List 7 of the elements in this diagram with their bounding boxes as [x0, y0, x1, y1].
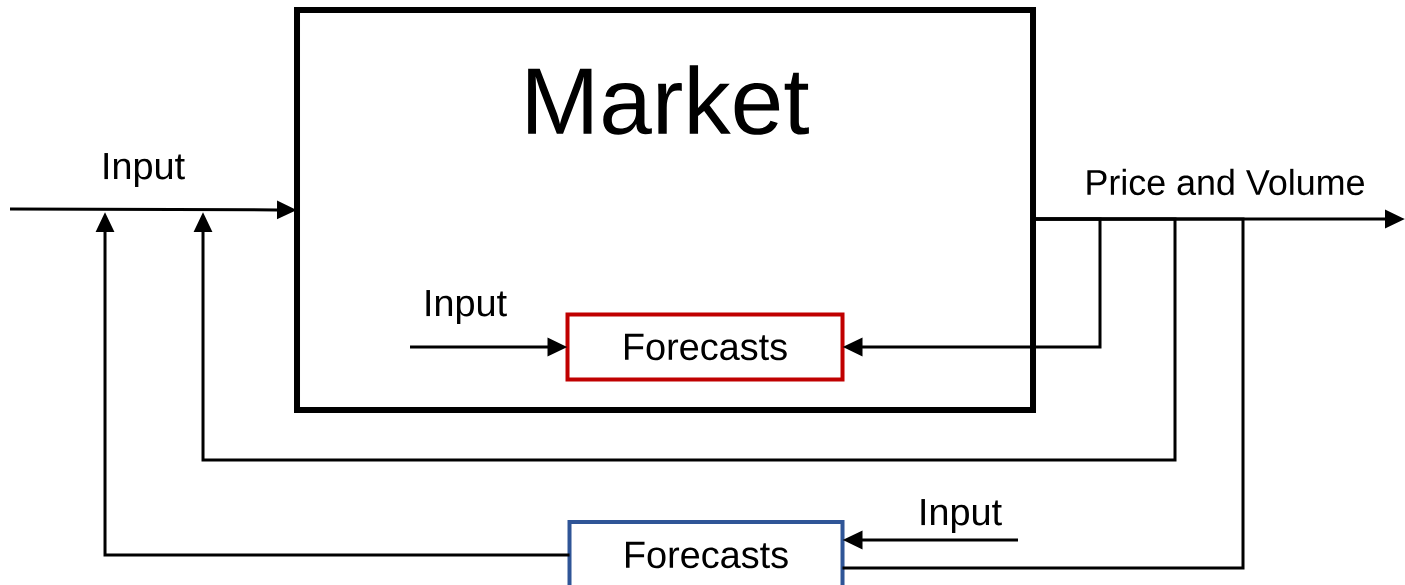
forecasts-box: Forecasts [565, 312, 845, 382]
edge-label: Input [921, 499, 1002, 533]
edge-label: Input [426, 290, 507, 324]
edge-label: Input [104, 153, 185, 187]
connector-line [842, 217, 1245, 570]
edge-label: Price and Volume [1087, 168, 1364, 196]
forecasts-box: Forecasts [567, 520, 845, 585]
